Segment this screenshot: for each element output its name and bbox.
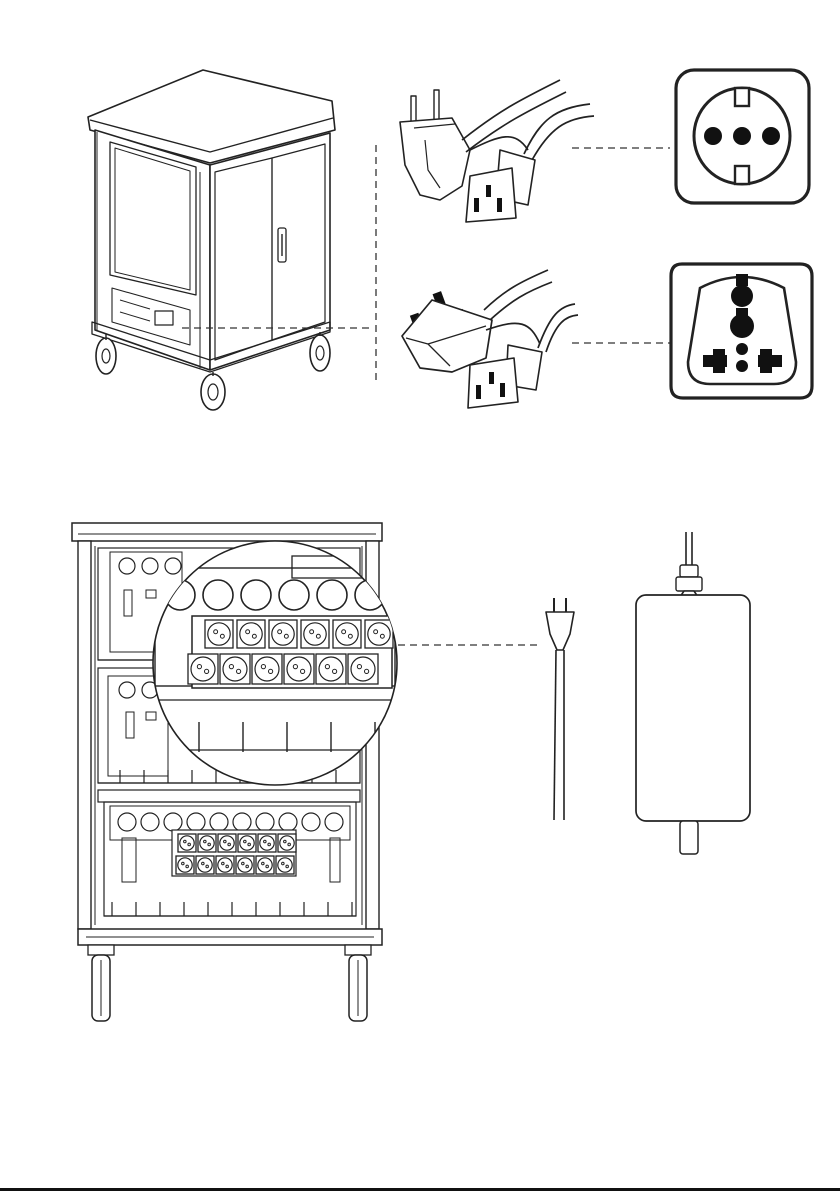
schuko-outlet (220, 654, 250, 684)
shelf3-outlet-circle (118, 813, 136, 831)
schuko-outlet (333, 620, 361, 648)
schuko-outlet (301, 620, 329, 648)
schuko-outlet (258, 834, 276, 852)
euro-plug-cable (546, 598, 574, 820)
schuko-outlet (256, 856, 274, 874)
outlet-frame (205, 620, 233, 648)
shelf3-outlet-circle (210, 813, 228, 831)
schuko-outlet (178, 834, 196, 852)
shelf3-outlet-circle (164, 813, 182, 831)
magnified-outlet-circle (203, 580, 233, 610)
outlet-frame (238, 834, 256, 852)
magnified-outlet-circle (317, 580, 347, 610)
shelf3-outlet-circle (233, 813, 251, 831)
outlet-frame (252, 654, 282, 684)
cart-exterior (88, 70, 335, 410)
schuko-wall-socket (676, 70, 809, 203)
outlet-frame (316, 654, 346, 684)
outlet-frame (365, 620, 393, 648)
schuko-outlet (188, 654, 218, 684)
outlet-frame (218, 834, 236, 852)
power-adapter-brick (636, 532, 750, 854)
schuko-outlet (196, 856, 214, 874)
outlet-frame (188, 654, 218, 684)
uk-power-cord (402, 270, 578, 408)
outlet-strip-magnifier (153, 541, 397, 785)
schuko-outlet (236, 856, 254, 874)
outlet-frame (236, 856, 254, 874)
magnified-outlet-circle (279, 580, 309, 610)
outlet-frame (278, 834, 296, 852)
outlet-frame (196, 856, 214, 874)
schuko-outlet (365, 620, 393, 648)
outlet-frame (178, 834, 196, 852)
outlet-frame (237, 620, 265, 648)
magnified-outlet-circle (241, 580, 271, 610)
shelf3-outlet-circle (141, 813, 159, 831)
schuko-outlet (176, 856, 194, 874)
schuko-outlet (216, 856, 234, 874)
outlet-frame (176, 856, 194, 874)
shelf3-rails (112, 902, 352, 916)
schuko-outlet (237, 620, 265, 648)
schuko-outlet (284, 654, 314, 684)
schuko-outlet (238, 834, 256, 852)
schuko-outlet (218, 834, 236, 852)
outlet-frame (269, 620, 297, 648)
schuko-outlet (205, 620, 233, 648)
outlet-frame (216, 856, 234, 874)
outlet-frame (220, 654, 250, 684)
shelf3-outlet-circle (302, 813, 320, 831)
page-bottom-rule (0, 1188, 840, 1191)
outlet-frame (276, 856, 294, 874)
shelf3-outlet-circles (118, 813, 343, 831)
shelf3-outlet-circle (279, 813, 297, 831)
schuko-outlet (276, 856, 294, 874)
shelf3-outlet-circle (256, 813, 274, 831)
outlet-frame (301, 620, 329, 648)
universal-wall-socket (671, 264, 812, 398)
outlet-frame (258, 834, 276, 852)
outlet-frame (333, 620, 361, 648)
shelf3-outlet-circle (187, 813, 205, 831)
schuko-outlet (252, 654, 282, 684)
schuko-outlet (316, 654, 346, 684)
schuko-outlet (198, 834, 216, 852)
outlet-frame (348, 654, 378, 684)
schuko-outlet (348, 654, 378, 684)
shelf3-outlet-circle (325, 813, 343, 831)
eu-schuko-power-cord (400, 80, 594, 222)
schuko-outlet (278, 834, 296, 852)
outlet-frame (256, 856, 274, 874)
outlet-frame (198, 834, 216, 852)
outlet-frame (284, 654, 314, 684)
schuko-outlet (269, 620, 297, 648)
